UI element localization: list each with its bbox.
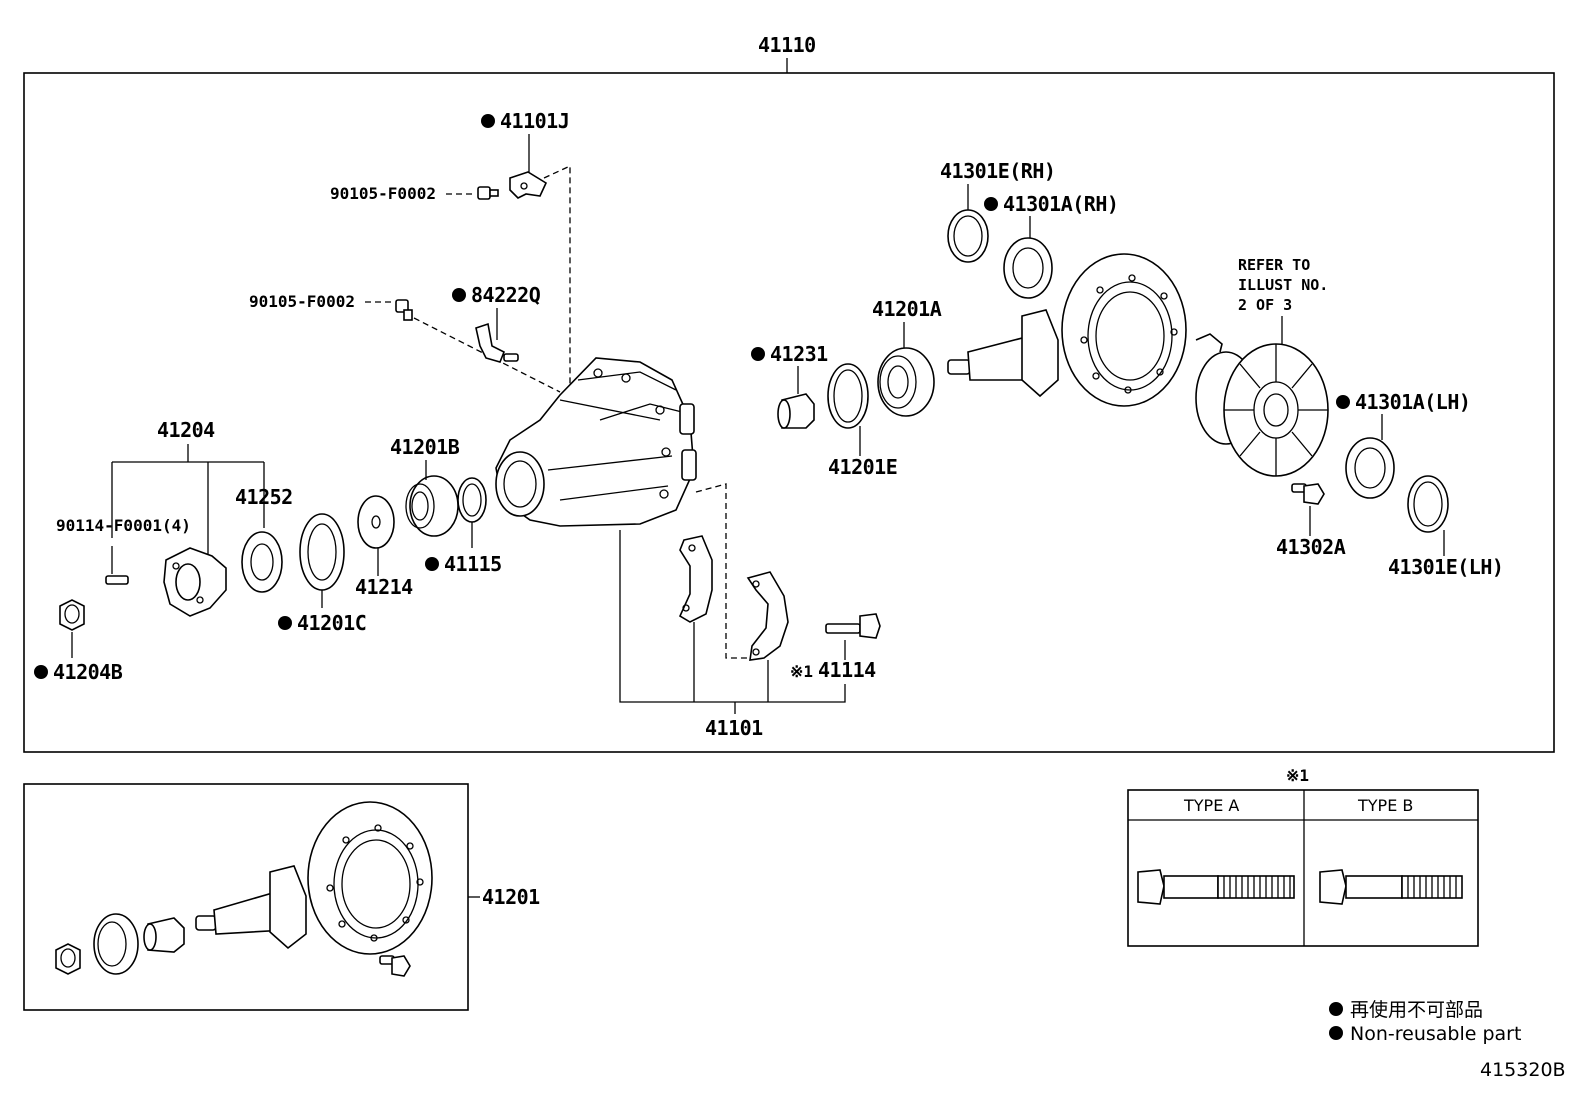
bearing-41301a-rh[interactable] (1003, 237, 1053, 299)
bolt-90105-upper[interactable] (477, 186, 499, 200)
refer-note-line-2: ILLUST NO. (1238, 276, 1328, 294)
label-41201e[interactable]: 41201E (828, 455, 898, 479)
bolt-type-a-drawing (1137, 869, 1295, 905)
bearing-41201a[interactable] (877, 347, 935, 417)
dust-deflector-41252[interactable] (241, 531, 283, 593)
bearing-41201b[interactable] (405, 475, 459, 537)
label-84222q[interactable]: 84222Q (471, 283, 541, 307)
oil-seal-41201c[interactable] (299, 513, 345, 591)
bolt-table-note: ※1 (1286, 766, 1309, 785)
legend-en: Non-reusable part (1350, 1023, 1521, 1045)
nonreusable-dot (1336, 395, 1350, 409)
shim-41201e[interactable] (827, 363, 869, 429)
label-41301e-lh[interactable]: 41301E(LH) (1388, 555, 1504, 579)
label-41110[interactable]: 41110 (758, 33, 816, 57)
sub-bolt[interactable] (379, 955, 411, 977)
bolt-type-b-header: TYPE B (1357, 796, 1413, 815)
bolt-type-b-drawing (1319, 869, 1463, 905)
ring-gear-and-pinion[interactable] (947, 253, 1187, 407)
sub-ring-gear-and-pinion[interactable] (195, 801, 433, 955)
refer-note-line-3: 2 OF 3 (1238, 296, 1292, 314)
sub-spacer[interactable] (143, 917, 185, 953)
bearing-cap-left[interactable] (678, 535, 713, 623)
bearing-41301a-lh[interactable] (1345, 437, 1395, 499)
bolt-41302a[interactable] (1291, 483, 1325, 505)
label-41101[interactable]: 41101 (705, 716, 764, 740)
label-41252[interactable]: 41252 (235, 485, 293, 509)
shim-41301e-rh[interactable] (947, 209, 989, 263)
nonreusable-dot (452, 288, 466, 302)
nut-41204b[interactable] (59, 599, 85, 631)
spacer-41115[interactable] (457, 477, 487, 523)
label-90105-upper[interactable]: 90105-F0002 (330, 184, 436, 203)
nonreusable-dot (751, 347, 765, 361)
label-41204b[interactable]: 41204B (53, 660, 123, 684)
bolt-type-table (1127, 789, 1479, 947)
nonreusable-dot (425, 557, 439, 571)
stud-90114[interactable] (105, 575, 129, 585)
label-41302a[interactable]: 41302A (1276, 535, 1346, 559)
nonreusable-dot (984, 197, 998, 211)
bearing-cap-right[interactable] (746, 571, 789, 661)
label-41301e-rh[interactable]: 41301E(RH) (940, 159, 1056, 183)
sub-bearing[interactable] (93, 913, 139, 975)
bolt-41114[interactable] (825, 613, 881, 639)
washer-41214[interactable] (357, 495, 395, 549)
label-41231[interactable]: 41231 (770, 342, 829, 366)
refer-note-line-1: REFER TO (1238, 256, 1310, 274)
label-41201c[interactable]: 41201C (297, 611, 367, 635)
differential-carrier-housing[interactable] (495, 357, 697, 527)
shim-41301e-lh[interactable] (1407, 475, 1449, 533)
label-41115[interactable]: 41115 (444, 552, 502, 576)
label-41201[interactable]: 41201 (482, 885, 541, 909)
label-90105-lower[interactable]: 90105-F0002 (249, 292, 355, 311)
companion-flange-41204[interactable] (163, 547, 227, 617)
label-41114[interactable]: 41114 (818, 658, 877, 682)
label-41201a[interactable]: 41201A (872, 297, 942, 321)
bolt-type-a-header: TYPE A (1183, 796, 1239, 815)
label-41204[interactable]: 41204 (157, 418, 216, 442)
legend-dot-jp (1329, 1002, 1343, 1016)
label-41301a-lh[interactable]: 41301A(LH) (1355, 390, 1471, 414)
legend-jp: 再使用不可部品 (1350, 999, 1483, 1021)
label-41301a-rh[interactable]: 41301A(RH) (1003, 192, 1119, 216)
sensor-84222q[interactable] (475, 322, 519, 363)
differential-case[interactable] (1195, 333, 1329, 477)
label-90114[interactable]: 90114-F0001(4) (56, 516, 191, 535)
label-41201b[interactable]: 41201B (390, 435, 460, 459)
legend-dot-en (1329, 1026, 1343, 1040)
nonreusable-dot (481, 114, 495, 128)
bolt-90105-lower[interactable] (395, 299, 413, 321)
label-41214[interactable]: 41214 (355, 575, 414, 599)
nonreusable-dot (34, 665, 48, 679)
sub-nut[interactable] (55, 943, 81, 975)
label-41114-mark: ※1 (790, 662, 813, 681)
illustration-id: 415320B (1480, 1059, 1566, 1081)
sensor-41101j[interactable] (509, 171, 548, 199)
label-41101j[interactable]: 41101J (500, 109, 570, 133)
assembly-frame-41110 (23, 72, 1555, 753)
nonreusable-dot (278, 616, 292, 630)
spacer-41231[interactable] (777, 393, 815, 429)
